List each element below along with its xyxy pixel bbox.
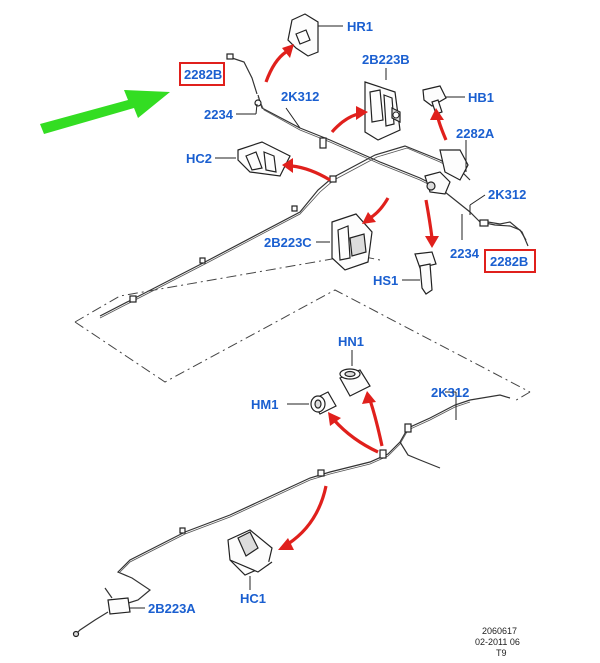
- label-hc2: HC2: [186, 151, 212, 166]
- lower-pipe-run: [72, 394, 511, 638]
- red-arrows: [264, 44, 448, 550]
- lower-clip-b: [317, 469, 325, 477]
- bracket-2282a: [439, 149, 469, 181]
- clip-hc1: [227, 529, 273, 590]
- sensor-end: [72, 630, 80, 638]
- grommets: [287, 350, 371, 415]
- fitting-top: [226, 53, 234, 60]
- pipe-clip-d: [319, 137, 327, 149]
- pipe-clip-top: [254, 99, 262, 107]
- label-2k312-top: 2K312: [281, 89, 319, 104]
- label-2282b-right: 2282B: [490, 254, 528, 269]
- floor-outline: [74, 254, 531, 403]
- lower-clip-c: [179, 527, 186, 534]
- upper-pipe-run: [99, 53, 529, 319]
- footer-date: 02-2011 06: [475, 637, 520, 647]
- pipe-clip-c: [329, 175, 337, 183]
- label-2k312-right: 2K312: [488, 187, 526, 202]
- green-pointer-arrow: [40, 90, 170, 134]
- label-2b223b: 2B223B: [362, 52, 410, 67]
- label-2b223c: 2B223C: [264, 235, 312, 250]
- footer-code: 2060617: [482, 626, 517, 636]
- junction-bolt: [426, 181, 436, 191]
- label-2b223a: 2B223A: [148, 601, 196, 616]
- leader-lines: [130, 103, 486, 609]
- fitting-right: [479, 219, 489, 227]
- label-hs1: HS1: [373, 273, 398, 288]
- highlight-box-2282b-top: [179, 62, 225, 86]
- label-2234-right: 2234: [450, 246, 480, 261]
- label-hr1: HR1: [347, 19, 373, 34]
- sensor-2b223a: [107, 597, 131, 615]
- label-2k312-bottom: 2K312: [431, 385, 469, 400]
- label-2234-top: 2234: [204, 107, 234, 122]
- pipe-clip-left: [129, 295, 137, 303]
- label-hm1: HM1: [251, 397, 278, 412]
- hb1-bolt: [422, 85, 465, 115]
- clip-2b223c: [316, 213, 373, 271]
- label-2282a: 2282A: [456, 126, 495, 141]
- highlight-box-2282b-right: [484, 249, 536, 273]
- label-hn1: HN1: [338, 334, 364, 349]
- footer-rev: T9: [496, 648, 507, 658]
- clip-2b223b: [364, 68, 401, 141]
- pipe-clip-mid: [199, 257, 206, 264]
- label-hc1: HC1: [240, 591, 266, 606]
- label-hb1: HB1: [468, 90, 494, 105]
- lower-clip-a: [404, 423, 412, 433]
- hs1-screw: [402, 251, 437, 295]
- label-2282b-top: 2282B: [184, 67, 222, 82]
- pipe-clip-mid2: [291, 205, 298, 212]
- lower-connector: [379, 449, 387, 459]
- clip-hc2: [215, 141, 291, 177]
- hr1-bracket: [287, 13, 343, 57]
